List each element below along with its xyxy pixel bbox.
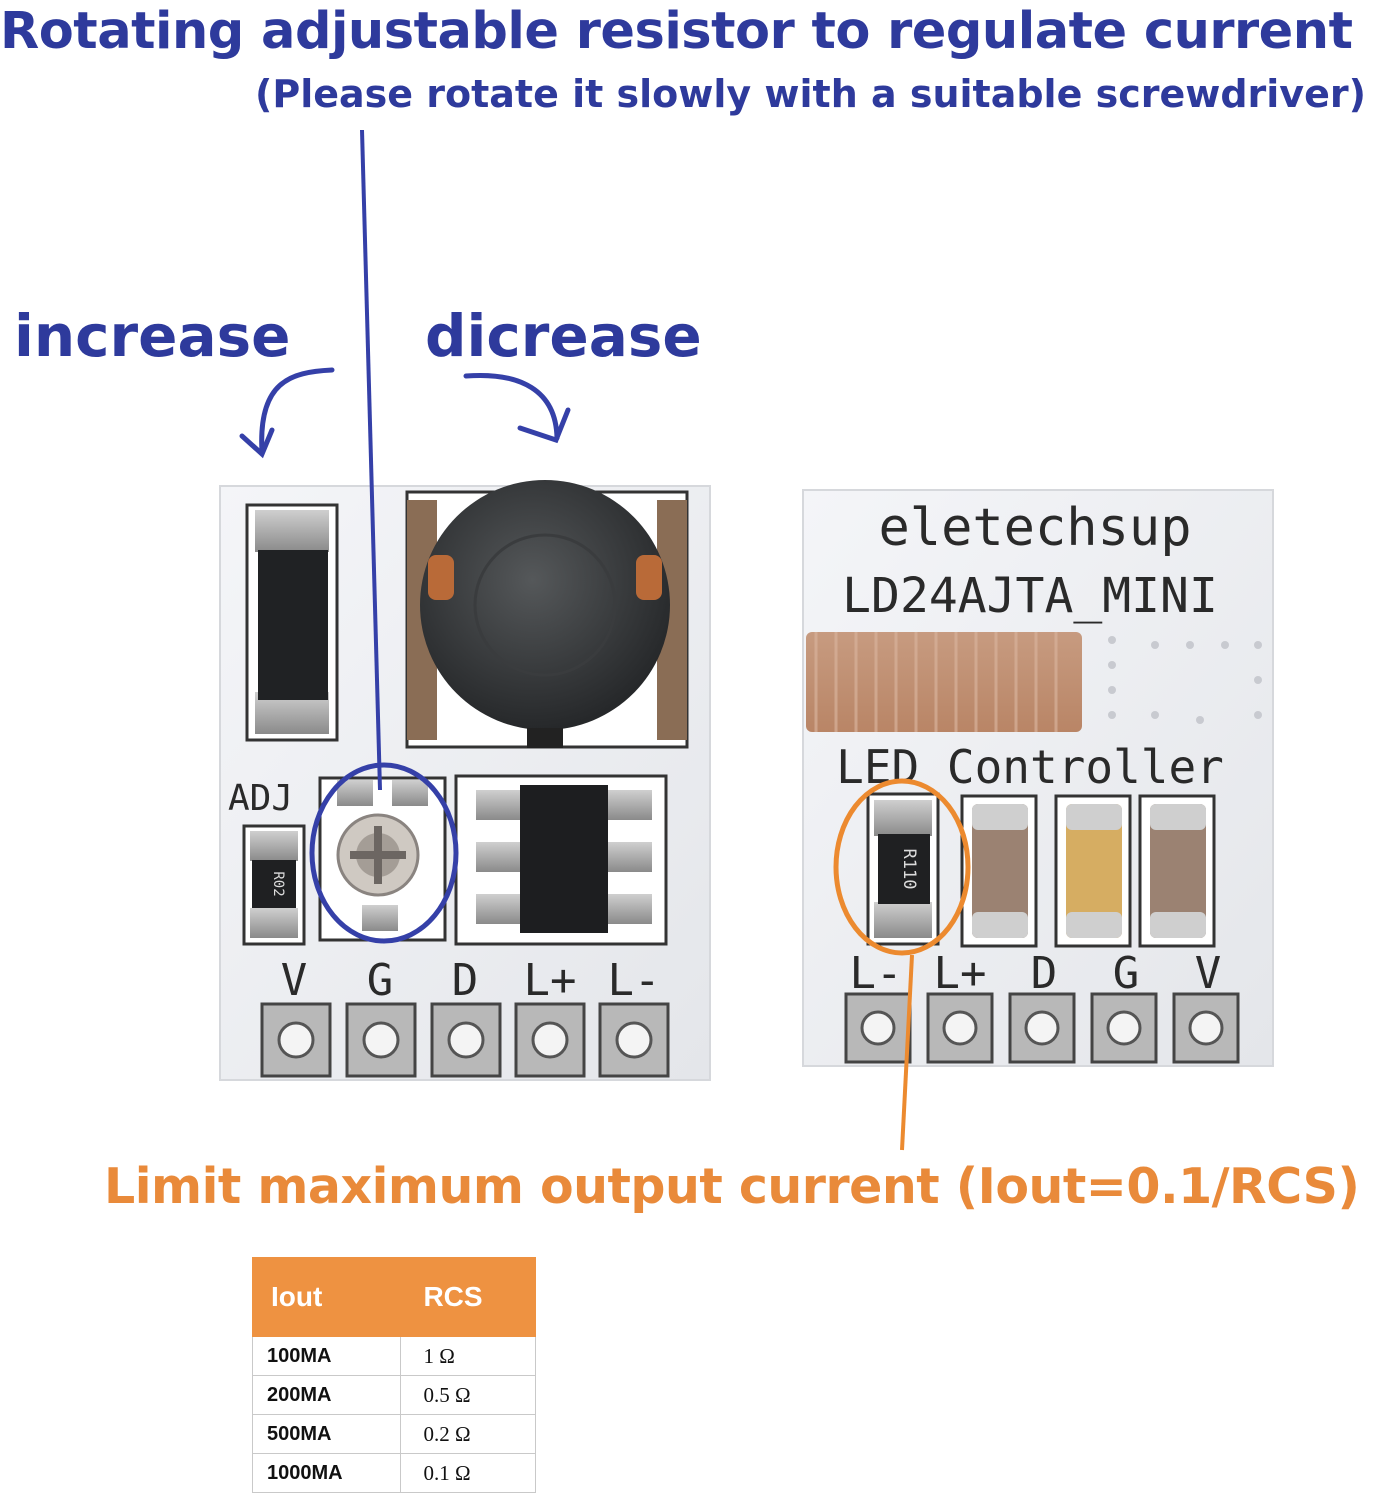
inductor-component (405, 480, 689, 749)
table-cell-iout: 200MA (251, 1375, 402, 1415)
table-row: 1000MA 0.1 Ω (251, 1453, 536, 1493)
page-subtitle: (Please rotate it slowly with a suitable… (255, 72, 1366, 116)
resistor-code-left: R02 (270, 871, 286, 896)
pot-leader-line (360, 129, 382, 791)
copper-area (806, 632, 1082, 732)
right-pin-labels: L- L+ D G V (850, 948, 1222, 999)
right-pin-pads (844, 992, 1240, 1064)
copper-stripes (814, 632, 1058, 732)
limit-current-label: Limit maximum output current (Iout=0.1/R… (104, 1158, 1360, 1215)
right-pin-label: L+ (934, 948, 987, 999)
right-pin-label: L- (850, 948, 903, 999)
resistor-code-right: R110 (899, 849, 919, 890)
left-pin-label: D (452, 955, 479, 1006)
left-board: ADJ R02 (219, 480, 711, 1081)
right-pin-label: V (1195, 948, 1222, 999)
table-row: 200MA 0.5 Ω (251, 1375, 536, 1415)
table-cell-iout: 500MA (251, 1414, 402, 1454)
driver-ic (454, 774, 668, 946)
table-cell-rcs: 0.5 Ω (400, 1375, 536, 1415)
diode-component (245, 503, 339, 742)
left-pin-pads (260, 1002, 670, 1078)
table-cell-rcs: 0.2 Ω (400, 1414, 536, 1454)
table-cell-rcs: 0.1 Ω (400, 1453, 536, 1493)
table-row: 500MA 0.2 Ω (251, 1414, 536, 1454)
table-cell-rcs: 1 Ω (400, 1336, 536, 1376)
decrease-arrow-icon (463, 372, 571, 444)
right-pin-label: G (1113, 948, 1140, 999)
table-row: 100MA 1 Ω (251, 1336, 536, 1376)
left-pin-label: G (367, 955, 394, 1006)
rcs-highlight-ellipse (833, 778, 971, 956)
rcs-table: Iout RCS 100MA 1 Ω 200MA 0.5 Ω 500MA 0.2… (251, 1257, 536, 1493)
model-silkscreen: LD24AJTA_MINI (842, 568, 1218, 624)
left-pin-label: L+ (524, 955, 577, 1006)
increase-arrow-icon (239, 367, 335, 459)
right-pin-label: D (1031, 948, 1058, 999)
table-cell-iout: 100MA (251, 1336, 402, 1376)
decrease-label: dicrease (425, 302, 702, 370)
right-pcb (802, 489, 1274, 1067)
table-cell-iout: 1000MA (251, 1453, 402, 1493)
increase-label: increase (14, 302, 291, 370)
left-pin-labels: V G D L+ L- (281, 955, 661, 1006)
left-pin-label: L- (608, 955, 661, 1006)
sense-resistor-left: R02 (242, 824, 306, 946)
potentiometer (318, 776, 447, 942)
page-title: Rotating adjustable resistor to regulate… (0, 2, 1353, 61)
capacitors (960, 794, 1216, 948)
brand-silkscreen: eletechsup (878, 498, 1191, 558)
pot-highlight-ellipse (309, 762, 459, 944)
table-header-rcs: RCS (400, 1257, 536, 1337)
right-board: eletechsup LD24AJTA_MINI LED Controller (802, 489, 1274, 1067)
sense-resistor-right: R110 (866, 792, 940, 946)
controller-silkscreen: LED Controller (836, 740, 1224, 794)
table-header-row: Iout RCS (251, 1257, 536, 1337)
rcs-leader-line (900, 954, 914, 1151)
left-pin-label: V (281, 955, 308, 1006)
adj-label: ADJ (228, 778, 293, 819)
via-dots (1108, 636, 1262, 724)
table-header-iout: Iout (251, 1257, 402, 1337)
